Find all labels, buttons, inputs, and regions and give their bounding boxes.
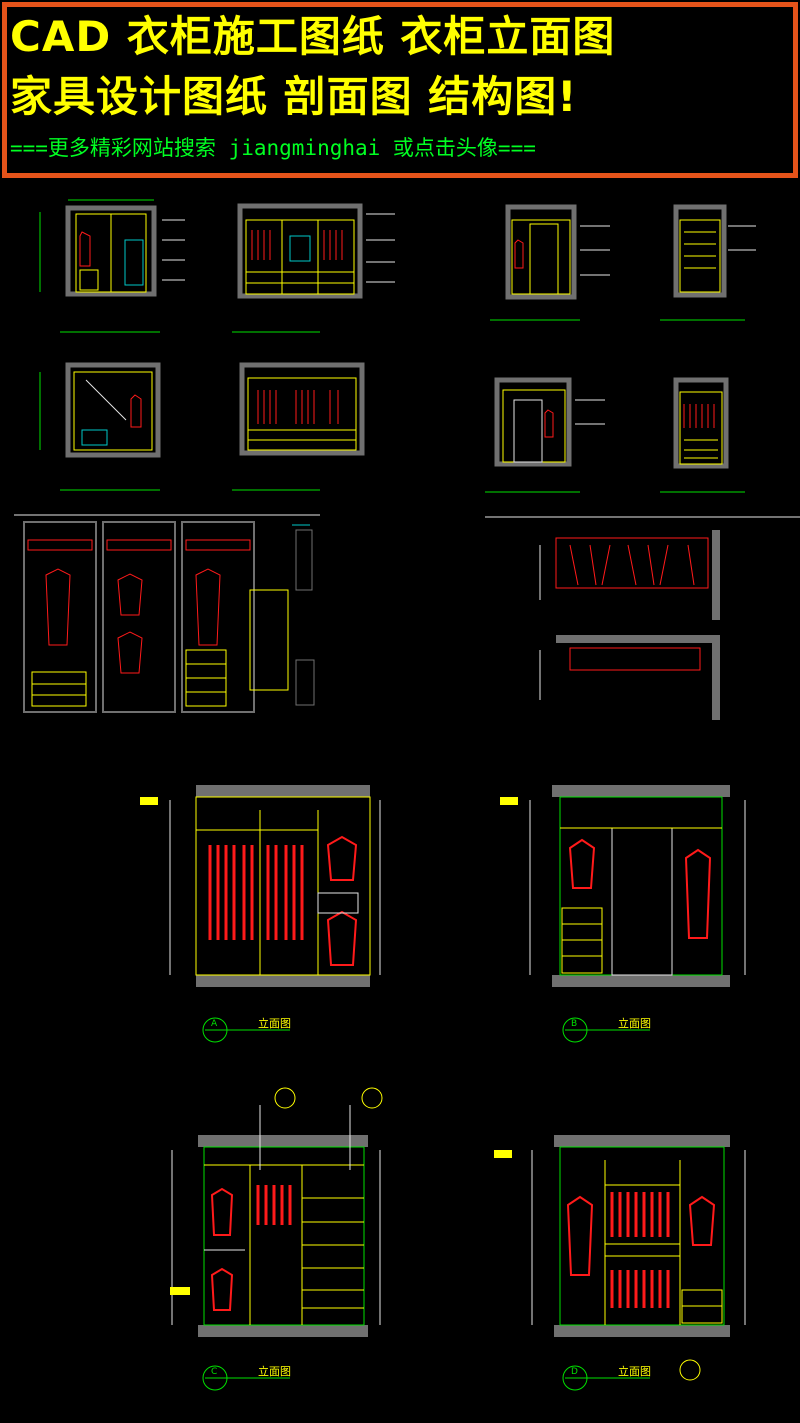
plan-top-right-4 (660, 377, 745, 493)
elevation-b-letter: B (571, 1019, 577, 1029)
plan-top-left-3 (39, 362, 161, 491)
banner-title-line2: 家具设计图纸 剖面图 结构图! (10, 72, 578, 121)
elevation-d-letter: D (571, 1367, 578, 1377)
plan-top-left-1 (39, 199, 185, 333)
elevation-b-title: 立面图 (618, 1016, 651, 1030)
plan-top-right-3 (485, 377, 605, 493)
elevation-c-letter: C (211, 1367, 217, 1377)
elevation-c-title: 立面图 (258, 1364, 291, 1378)
banner-subtitle: ===更多精彩网站搜索 jiangminghai 或点击头像=== (10, 136, 536, 160)
elevation-d-title: 立面图 (618, 1364, 651, 1378)
banner-frame (2, 2, 798, 178)
cad-drawing-sheet: A 立面图 B 立面图 C 立面图 D 立面图 (0, 180, 800, 1423)
banner-title-line1: CAD 衣柜施工图纸 衣柜立面图 (10, 12, 616, 61)
plan-top-right-2 (660, 204, 756, 321)
plan-top-left-4 (232, 362, 365, 491)
section-sheet-left (14, 514, 320, 713)
elevation-a (140, 785, 381, 1043)
elevation-c (170, 1087, 383, 1391)
section-sheet-right (485, 516, 800, 720)
plan-top-right-1 (490, 204, 610, 321)
plan-top-left-2 (232, 203, 395, 333)
elevation-a-title: 立面图 (258, 1016, 291, 1030)
elevation-a-letter: A (211, 1019, 218, 1029)
banner: CAD 衣柜施工图纸 衣柜立面图 家具设计图纸 剖面图 结构图! ===更多精彩… (0, 0, 800, 180)
elevation-b (500, 785, 746, 1043)
elevation-d (494, 1135, 746, 1391)
